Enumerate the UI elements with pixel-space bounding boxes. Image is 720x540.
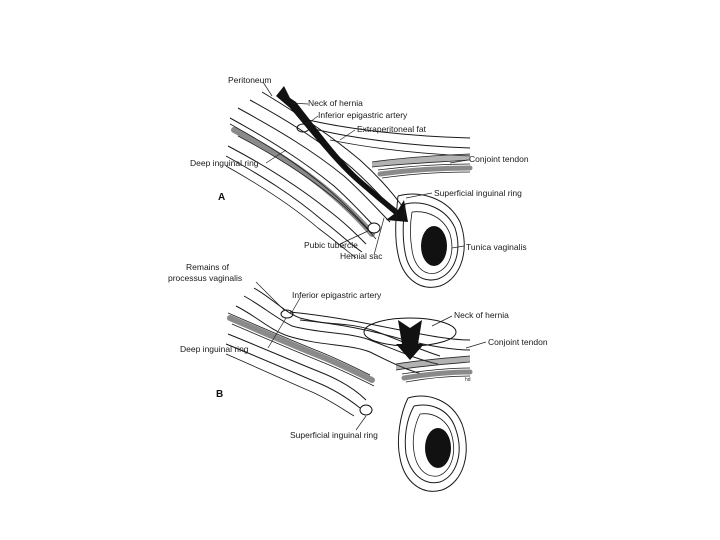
- inferior-epigastric-artery-vessel-a: [296, 123, 310, 133]
- upper-layers-a: [299, 117, 473, 179]
- hernia-arrow-a: [276, 86, 408, 222]
- panel-label-b: B: [216, 389, 223, 400]
- label-extraperitoneal-fat-a: Extraperitoneal fat: [357, 124, 427, 134]
- label-neck-of-hernia-b: Neck of hernia: [454, 310, 509, 320]
- label-inferior-epigastric-artery-a: Inferior epigastric artery: [318, 110, 408, 120]
- label-conjoint-tendon-b: Conjoint tendon: [488, 337, 548, 347]
- pubic-tubercle-shape-b: [359, 404, 373, 416]
- testis-b: [397, 395, 467, 492]
- label-remains-of-processus-line2-b: processus vaginalis: [168, 273, 242, 283]
- hernia-neck-b: [363, 317, 457, 360]
- label-hernial-sac-a: Hernial sac: [340, 251, 383, 261]
- label-deep-inguinal-ring-a: Deep inguinal ring: [190, 158, 259, 168]
- label-pubic-tubercle-a: Pubic tubercle: [304, 240, 358, 250]
- label-superficial-inguinal-ring-a: Superficial inguinal ring: [434, 188, 522, 198]
- inferior-epigastric-artery-vessel-b: [280, 309, 294, 319]
- panel-b: Remains of processus vaginalis Inferior …: [168, 262, 548, 492]
- leader-lines-a: [262, 81, 469, 256]
- label-conjoint-tendon-a: Conjoint tendon: [469, 154, 529, 164]
- testis-a: [395, 193, 465, 288]
- signature-b: hd: [465, 377, 471, 383]
- label-peritoneum-a: Peritoneum: [228, 75, 271, 85]
- label-remains-of-processus-line1-b: Remains of: [186, 262, 230, 272]
- panel-a: Peritoneum Neck of hernia Inferior epiga…: [190, 75, 529, 288]
- label-neck-of-hernia-a: Neck of hernia: [308, 98, 363, 108]
- pubic-tubercle-shape-a: [367, 222, 381, 234]
- label-inferior-epigastric-artery-b: Inferior epigastric artery: [292, 290, 382, 300]
- abdominal-wall-layers-a: [225, 91, 406, 259]
- leader-lines-b: [255, 281, 487, 431]
- label-tunica-vaginalis-a: Tunica vaginalis: [466, 242, 527, 252]
- label-superficial-inguinal-ring-b: Superficial inguinal ring: [290, 430, 378, 440]
- label-deep-inguinal-ring-b: Deep inguinal ring: [180, 344, 249, 354]
- panel-label-a: A: [218, 192, 225, 203]
